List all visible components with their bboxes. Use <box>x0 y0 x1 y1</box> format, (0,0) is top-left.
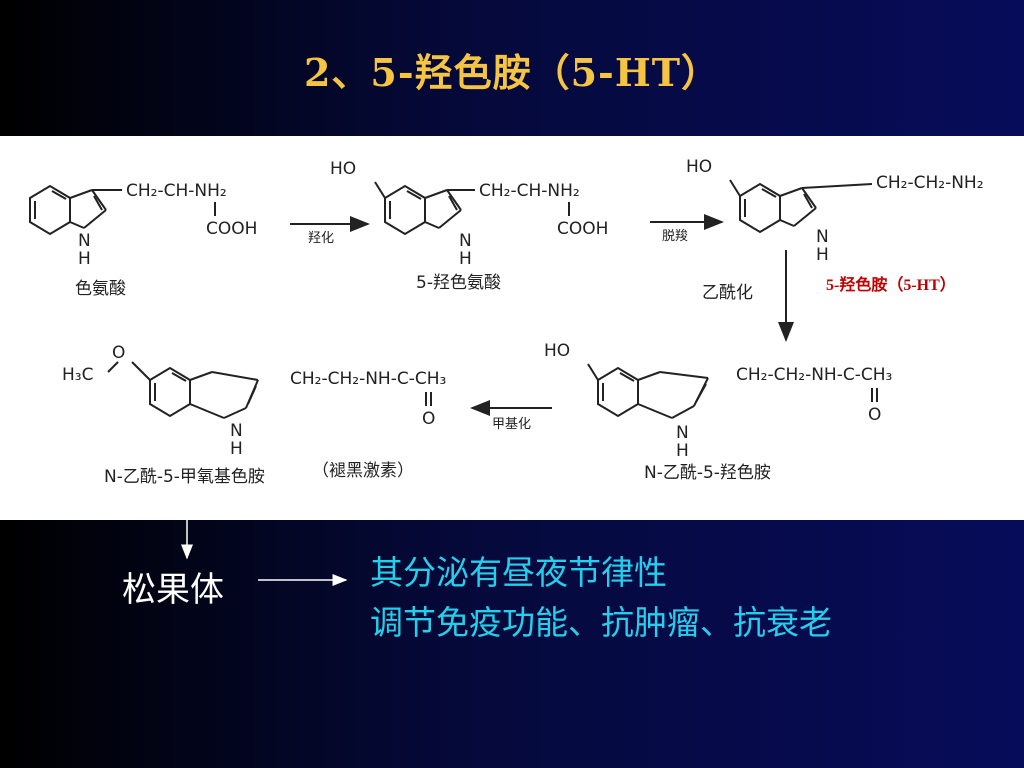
melatonin-oxo: O <box>422 409 435 429</box>
serotonin-ho: HO <box>686 157 712 177</box>
melatonin-o: O <box>112 343 125 363</box>
function-line-1: 其分泌有昼夜节律性 <box>370 553 667 592</box>
acetylserotonin-chain: CH₂-CH₂-NH-C-CH₃ <box>736 365 892 385</box>
acetylserotonin-oxo: O <box>868 405 881 425</box>
hydroxytryptophan-cooh: COOH <box>557 219 608 239</box>
melatonin-h: H <box>230 439 243 459</box>
melatonin-chain: CH₂-CH₂-NH-C-CH₃ <box>290 369 446 389</box>
melatonin-name: N-乙酰-5-甲氧基色胺 <box>104 467 265 487</box>
hydroxytryptophan-name: 5-羟色氨酸 <box>416 273 501 293</box>
hydroxytryptophan-ho: HO <box>330 159 356 179</box>
melatonin-h3c: H₃C <box>62 365 93 385</box>
tryptophan-n: N <box>78 231 91 251</box>
acetylserotonin-n: N <box>676 423 689 443</box>
melatonin-structure: N H CH₂-CH₂-NH-C-CH₃ O <box>107 361 446 459</box>
pathway-svg: N H CH₂-CH-NH₂ COOH 色氨酸 羟化 HO N H CH₂-CH… <box>29 157 984 487</box>
reaction-hydroxylation: 羟化 <box>308 231 334 246</box>
hydroxytryptophan-h: H <box>459 249 472 269</box>
hydroxytryptophan-chain: CH₂-CH-NH₂ <box>479 181 580 201</box>
acetylserotonin-structure: N H CH₂-CH₂-NH-C-CH₃ O <box>587 363 892 461</box>
tryptophan-chain: CH₂-CH-NH₂ <box>126 181 227 201</box>
serotonin-structure: N H CH₂-CH₂-NH₂ <box>729 173 984 265</box>
acetylserotonin-ho: HO <box>544 341 570 361</box>
melatonin-alt-name: （褪黑激素） <box>312 461 414 481</box>
hydroxytryptophan-structure: N H CH₂-CH-NH₂ COOH <box>374 181 608 269</box>
tryptophan-h: H <box>78 249 91 269</box>
tryptophan-structure: N H CH₂-CH-NH₂ COOH <box>29 181 257 269</box>
acetylserotonin-name: N-乙酰-5-羟色胺 <box>644 463 771 483</box>
function-line-2: 调节免疫功能、抗肿瘤、抗衰老 <box>370 603 832 642</box>
serotonin-n: N <box>816 227 829 247</box>
reaction-decarboxylation: 脱羧 <box>662 228 688 244</box>
serotonin-chain: CH₂-CH₂-NH₂ <box>876 173 984 193</box>
serotonin-h: H <box>816 245 829 265</box>
acetylserotonin-h: H <box>676 441 689 461</box>
slide-title: 2、5-羟色胺（5-HT） <box>303 50 721 95</box>
reaction-acetylation: 乙酰化 <box>702 283 753 303</box>
melatonin-n: N <box>230 421 243 441</box>
pineal-body-label: 松果体 <box>122 570 224 610</box>
pathway-diagram: N H CH₂-CH-NH₂ COOH 色氨酸 羟化 HO N H CH₂-CH… <box>0 136 1024 520</box>
tryptophan-cooh: COOH <box>206 219 257 239</box>
tryptophan-name: 色氨酸 <box>75 279 126 299</box>
reaction-methylation: 甲基化 <box>492 417 531 432</box>
hydroxytryptophan-n: N <box>459 231 472 251</box>
serotonin-name: 5-羟色胺（5-HT） <box>826 275 956 294</box>
